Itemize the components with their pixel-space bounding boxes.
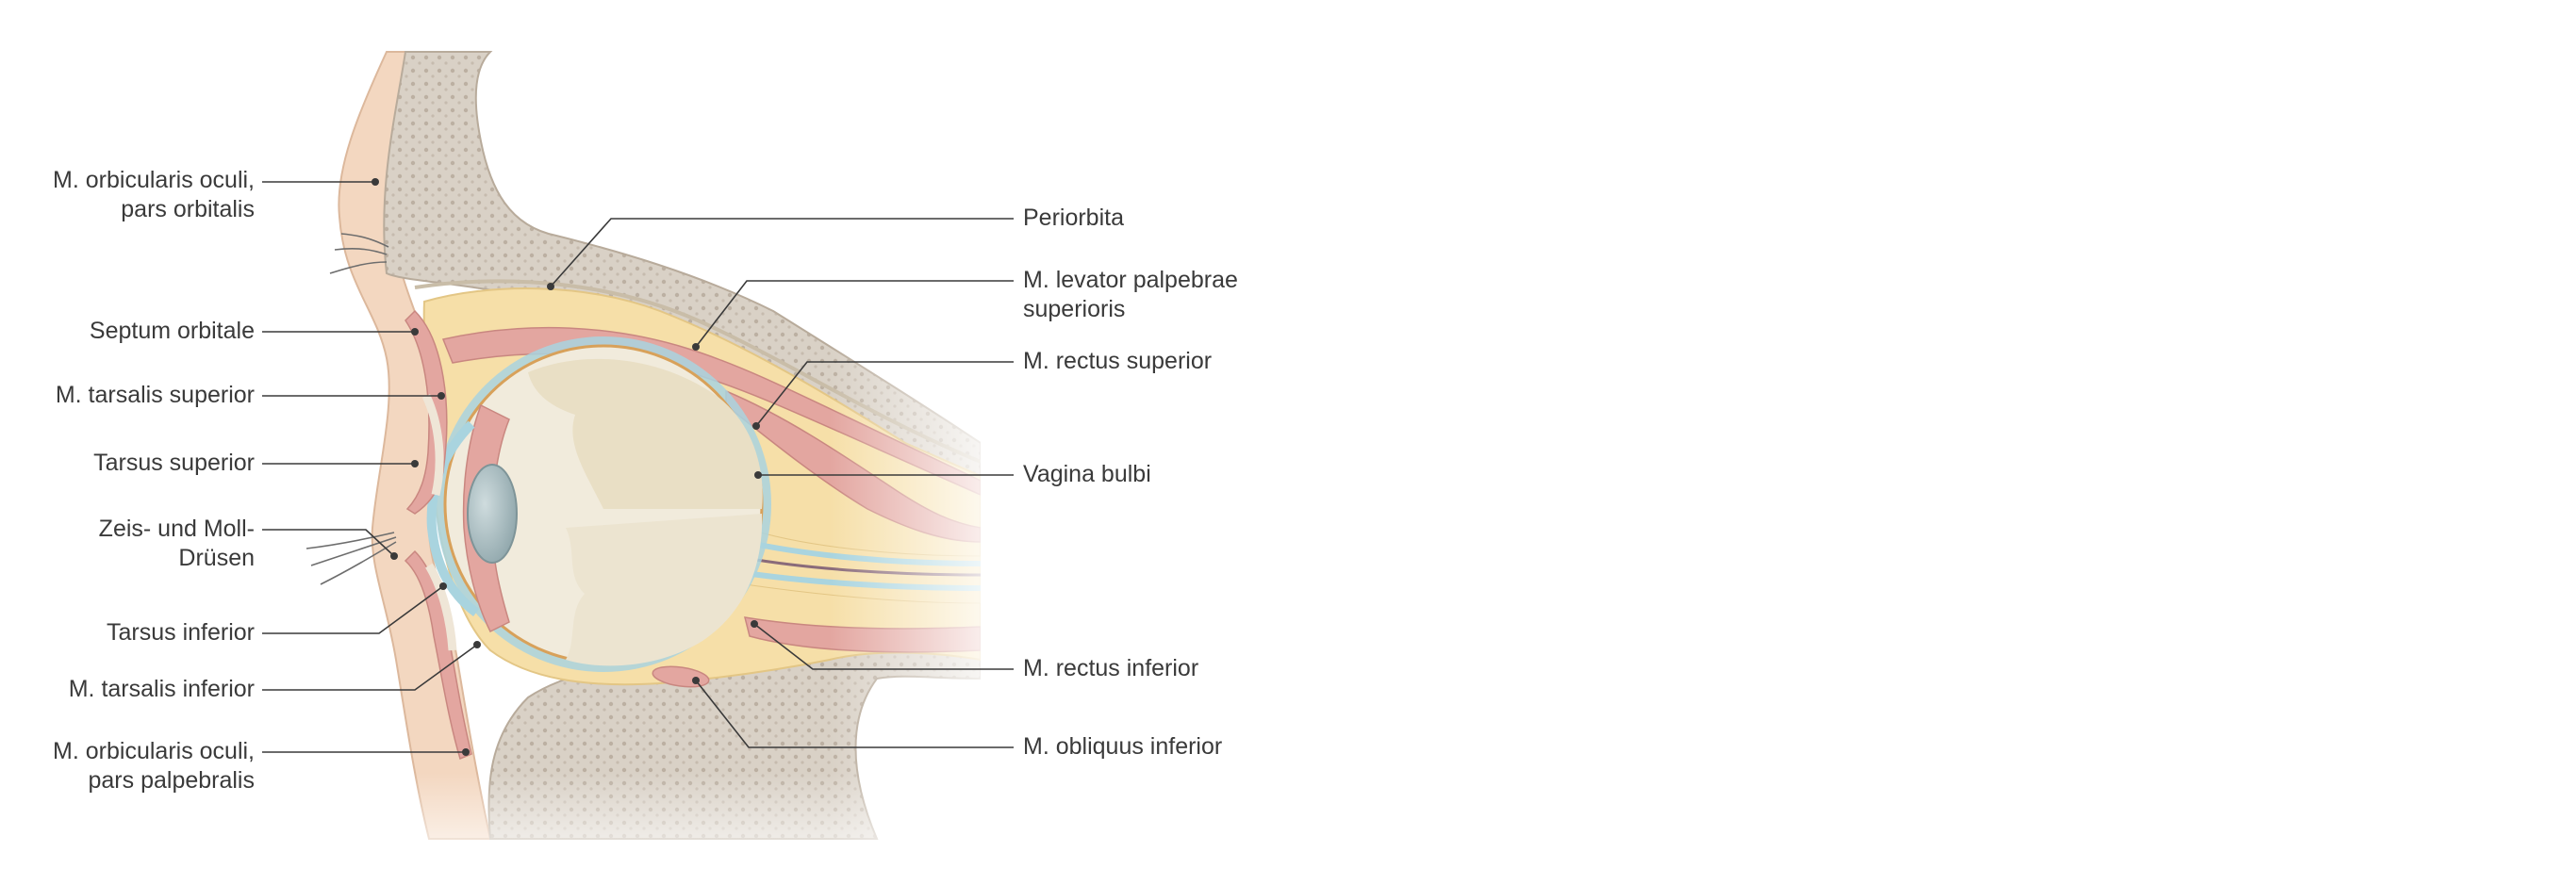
- leader-periorbita: [550, 218, 1014, 287]
- label-obliquus-inferior: M. obliquus inferior: [1023, 733, 1223, 760]
- label-orbicularis-oculi-palpebralis: M. orbicularis oculi, pars palpebralis: [53, 738, 255, 794]
- label-tarsus-superior: Tarsus superior: [93, 450, 255, 476]
- leader-rectus-inferior: [753, 623, 1014, 670]
- leader-rectus-superior: [755, 361, 1014, 427]
- leader-tarsus-inferior: [262, 585, 444, 634]
- label-rectus-inferior: M. rectus inferior: [1023, 655, 1199, 681]
- label-zeis-moll-druesen: Zeis- und Moll- Drüsen: [98, 516, 255, 571]
- label-septum-orbitale: Septum orbitale: [89, 318, 255, 344]
- label-periorbita: Periorbita: [1023, 205, 1124, 231]
- leader-tarsalis-inferior: [262, 644, 478, 691]
- eyelids: [404, 309, 472, 761]
- eyelashes: [305, 233, 397, 585]
- label-orbicularis-oculi-orbitalis: M. orbicularis oculi, pars orbitalis: [53, 167, 255, 222]
- label-tarsus-inferior: Tarsus inferior: [107, 619, 255, 646]
- leader-zeis-moll: [262, 529, 395, 557]
- leader-levator: [695, 280, 1014, 348]
- label-tarsalis-inferior: M. tarsalis inferior: [68, 676, 255, 702]
- label-levator-palpebrae: M. levator palpebrae superioris: [1023, 267, 1238, 322]
- label-vagina-bulbi: Vagina bulbi: [1023, 461, 1151, 487]
- eyeball: [426, 336, 771, 672]
- label-rectus-superior: M. rectus superior: [1023, 348, 1213, 374]
- leader-obliquus-inferior: [695, 680, 1014, 748]
- label-tarsalis-superior: M. tarsalis superior: [55, 382, 255, 408]
